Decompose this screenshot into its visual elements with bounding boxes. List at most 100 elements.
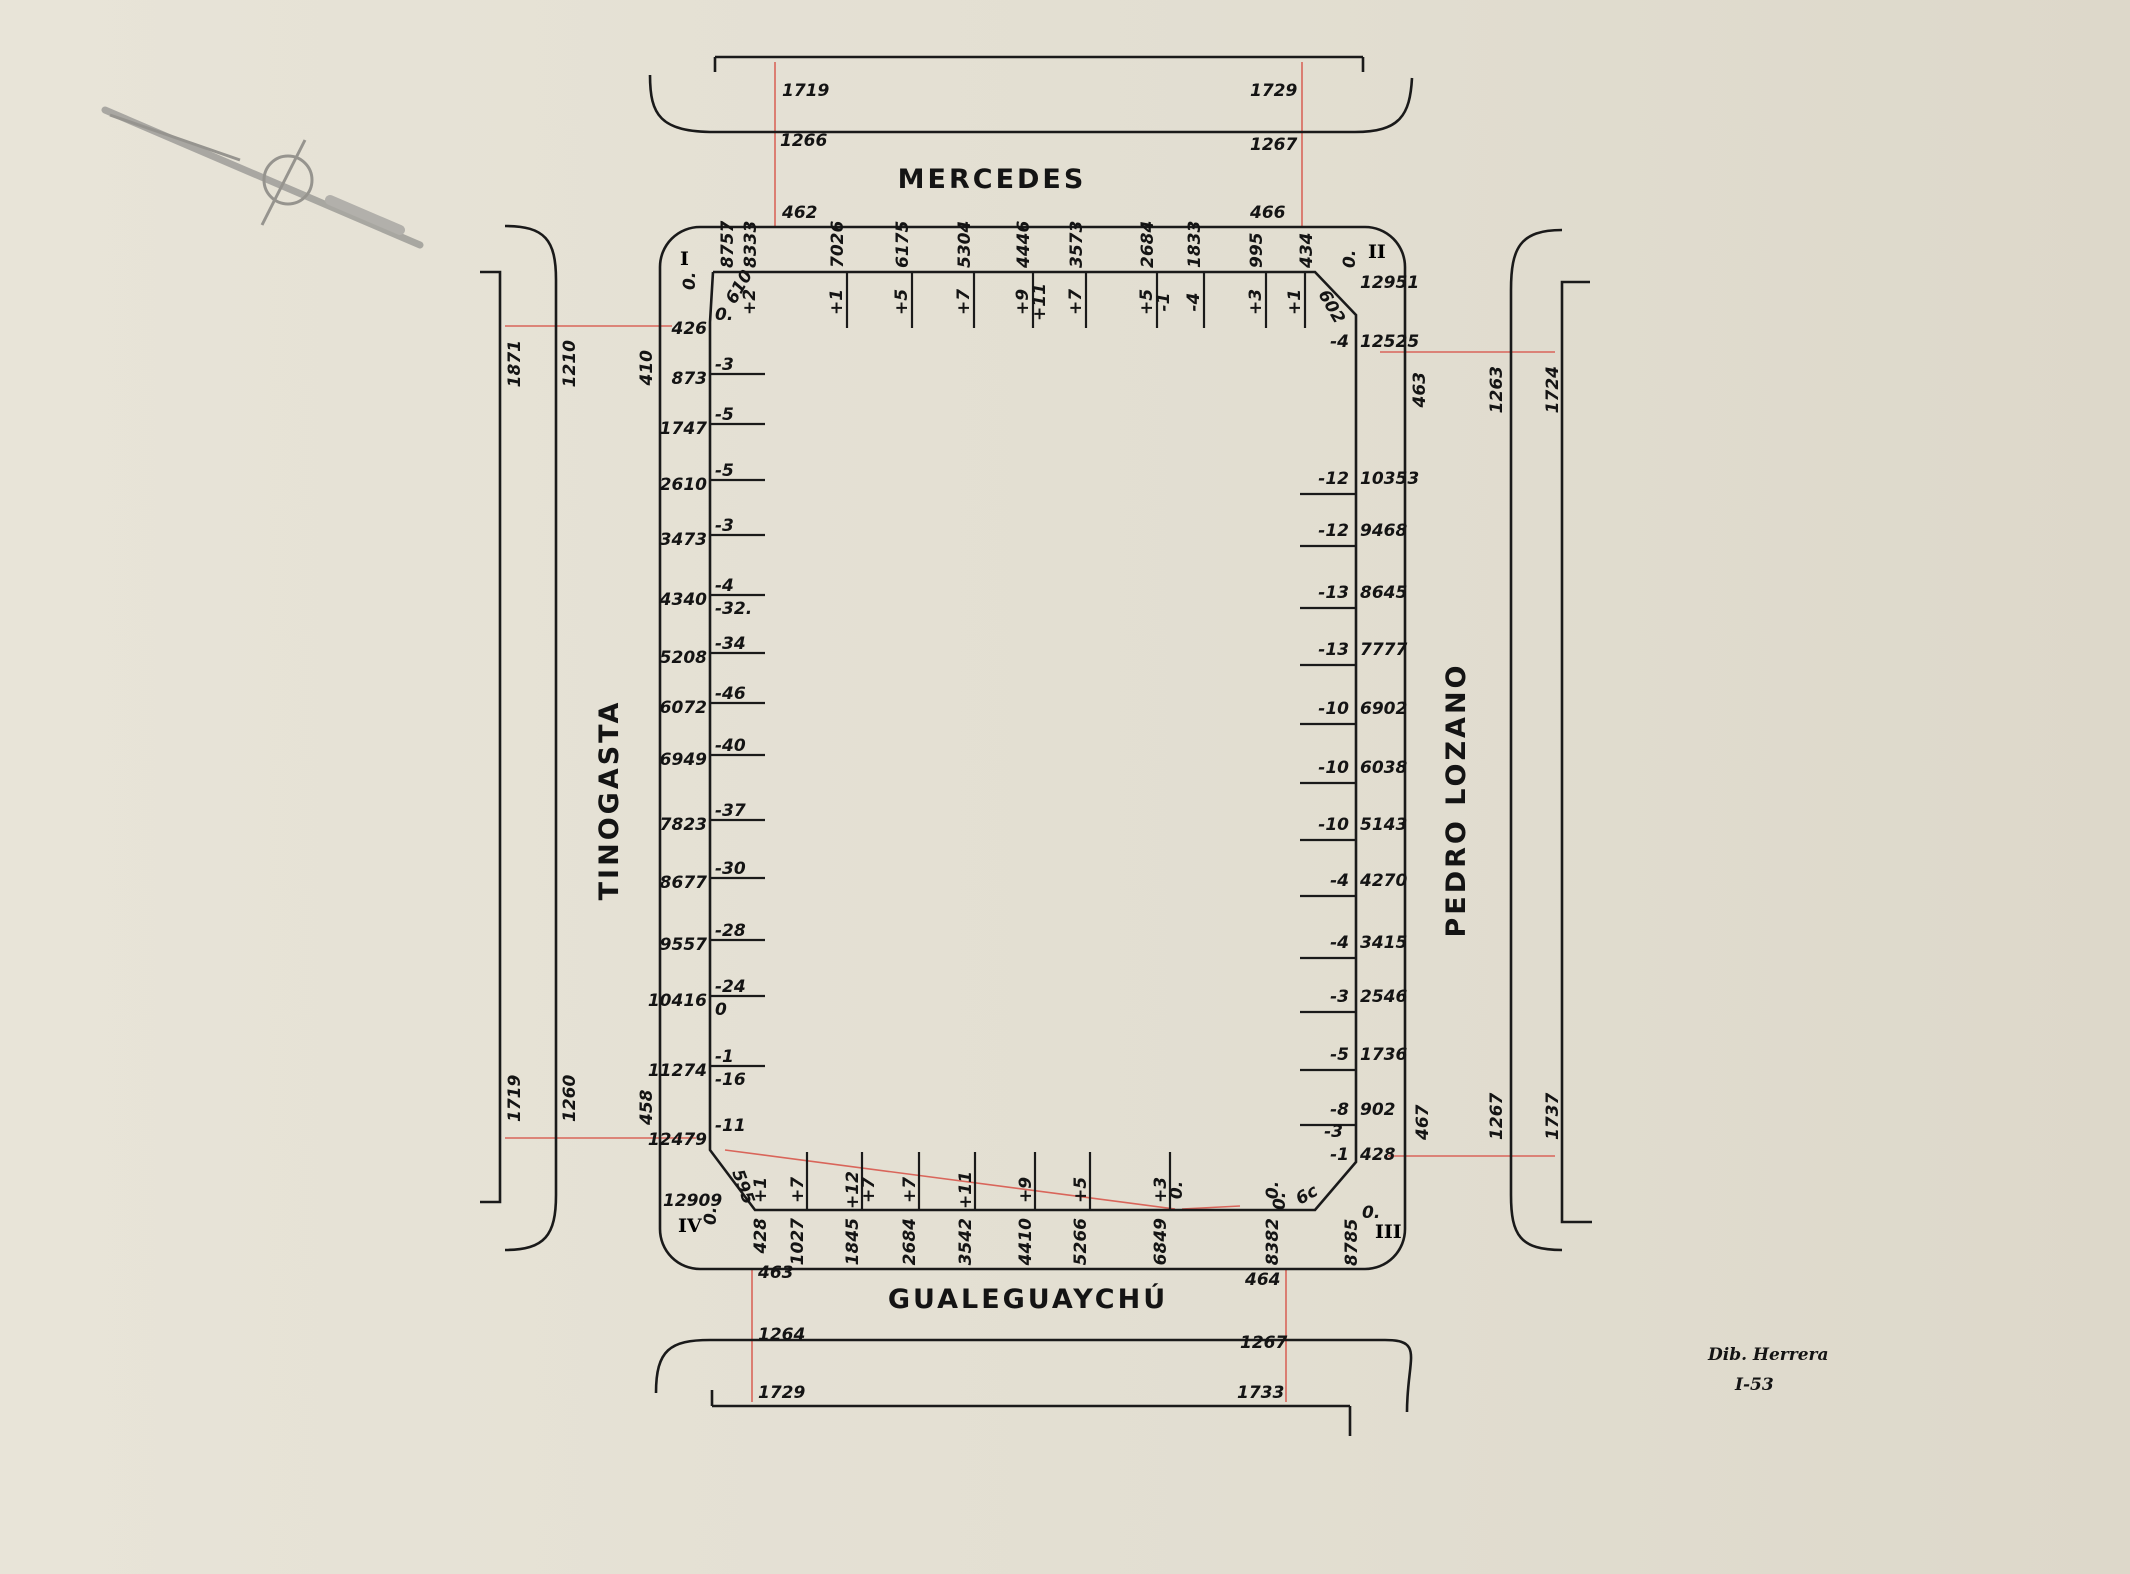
- cota-south-left-1: 1264: [758, 1325, 805, 1345]
- level-labels: 1719126646217291267466463126417294641267…: [505, 81, 1563, 1403]
- west-tick-distance: 9557: [660, 935, 707, 955]
- west-tick-slope: -4: [715, 576, 734, 596]
- north-tick-distance: 1833: [1185, 221, 1205, 268]
- corner-label-se: III: [1375, 1221, 1402, 1243]
- north-tick-slope: +1: [1285, 289, 1305, 315]
- south-tick-distance: 5266: [1071, 1218, 1091, 1265]
- west-tick-slope: -11: [715, 1116, 746, 1136]
- east-tick-distance: 3415: [1360, 933, 1407, 953]
- east-tick-slope: -12: [1318, 469, 1349, 489]
- sw-chamfer-distance: 12909: [663, 1191, 722, 1211]
- north-tick-distance: 3573: [1067, 221, 1087, 268]
- cota-west-bottom-1: 1260: [560, 1075, 580, 1122]
- corner-zero-se-bottom: 0.: [1270, 1192, 1290, 1210]
- street-name-east: PEDRO LOZANO: [1441, 662, 1472, 937]
- west-tick-distance: 873: [672, 369, 708, 389]
- south-tick-slope-secondary: +7: [859, 1177, 879, 1203]
- street-name-west: TINOGASTA: [594, 700, 625, 901]
- north-tick-distance: 2684: [1138, 221, 1158, 268]
- cota-west-top-1: 1210: [560, 340, 580, 387]
- south-tick-slope: +1: [751, 1177, 771, 1203]
- south-tick-slope-secondary: 0.: [1167, 1181, 1187, 1199]
- east-tick-distance: 2546: [1360, 987, 1407, 1007]
- west-tick-slope: -3: [715, 516, 734, 536]
- cota-east-top-1: 1263: [1487, 366, 1507, 413]
- east-tick-distance: 1736: [1360, 1045, 1407, 1065]
- sidewalk-curbs: [480, 55, 1592, 1436]
- west-tick-distance: 11274: [648, 1061, 707, 1081]
- west-tick-distance: 4340: [659, 590, 707, 610]
- cota-south-left-0: 463: [757, 1263, 794, 1283]
- east-tick-slope-secondary: -3: [1324, 1122, 1343, 1142]
- south-tick-distance: 428: [751, 1218, 771, 1255]
- cota-north-left-1: 1266: [780, 131, 827, 151]
- east-tick-slope: -8: [1330, 1100, 1349, 1120]
- cota-east-bottom-0: 467: [1413, 1104, 1433, 1141]
- north-tick-distance: 4446: [1014, 221, 1034, 269]
- east-tick-distance: 6038: [1360, 758, 1407, 778]
- south-tick-slope: +11: [956, 1171, 976, 1209]
- west-tick-distance: 5208: [660, 648, 707, 668]
- west-tick-distance: 1747: [660, 419, 707, 439]
- west-tick-slope: -28: [715, 921, 746, 941]
- west-tick-distance: 10416: [648, 991, 707, 1011]
- south-tick-slope: 0.: [1263, 1181, 1283, 1199]
- cota-lines: [505, 62, 1555, 1402]
- cota-west-top-2: 410: [637, 350, 657, 387]
- west-tick-slope: -46: [715, 684, 746, 704]
- corner-zero-sw: 0.: [701, 1207, 721, 1225]
- street-name-north: MERCEDES: [898, 164, 1087, 195]
- slope-ticks: [710, 272, 1356, 1210]
- west-tick-slope: -37: [715, 801, 746, 821]
- se-chamfer-distance: 8785: [1342, 1219, 1362, 1266]
- corner-label-sw: IV: [678, 1215, 703, 1237]
- east-tick-distance: 902: [1360, 1100, 1396, 1120]
- north-tick-slope: -4: [1184, 293, 1204, 312]
- north-tick-distance: 995: [1247, 233, 1267, 269]
- south-tick-slope: +7: [788, 1177, 808, 1203]
- east-tick-slope: -12: [1318, 521, 1349, 541]
- cota-south-right-1: 1267: [1240, 1333, 1287, 1353]
- west-tick-distance: 6949: [660, 750, 707, 770]
- corner-label-ne: II: [1368, 241, 1386, 263]
- west-tick-slope: -1: [715, 1047, 734, 1067]
- west-tick-slope: -5: [715, 405, 734, 425]
- east-tick-slope: -10: [1318, 815, 1349, 835]
- east-tick-distance: 10353: [1360, 469, 1419, 489]
- street-name-south: GUALEGUAYCHÚ: [888, 1283, 1168, 1315]
- west-tick-slope: -24: [715, 977, 746, 997]
- west-tick-distance: 426: [671, 319, 708, 339]
- cota-west-top-0: 1871: [505, 340, 525, 387]
- north-tick-slope: +7: [954, 289, 974, 315]
- sw-chamfer-level: 595: [727, 1167, 758, 1207]
- west-tick-slope: -34: [715, 634, 746, 654]
- south-tick-distance: 8382: [1263, 1218, 1283, 1265]
- cota-north-right-1: 1267: [1250, 135, 1297, 155]
- east-tick-slope: -10: [1318, 699, 1349, 719]
- south-tick-slope: +3: [1151, 1177, 1171, 1203]
- north-tick-slope: +2: [740, 289, 760, 315]
- cota-east-bottom-2: 1737: [1543, 1093, 1563, 1140]
- signature-date: I-53: [1734, 1375, 1774, 1395]
- west-tick-slope-secondary: -32.: [715, 599, 752, 619]
- cota-south-left-2: 1729: [758, 1383, 805, 1403]
- cota-east-top-2: 1724: [1543, 366, 1563, 413]
- east-tick-slope: -10: [1318, 758, 1349, 778]
- south-tick-distance: 1027: [788, 1218, 808, 1265]
- corner-zero-ne: 0.: [1340, 250, 1360, 268]
- south-tick-slope: +5: [1071, 1177, 1091, 1203]
- east-tick-distance: 6902: [1360, 699, 1407, 719]
- north-start-level: 8757: [718, 221, 738, 268]
- south-tick-distance: 3542: [956, 1218, 976, 1265]
- compass-icon: [101, 106, 424, 249]
- north-tick-distance: 5304: [955, 221, 975, 268]
- east-tick-slope: -4: [1330, 332, 1349, 352]
- east-tick-distance: 4270: [1359, 871, 1407, 891]
- west-tick-slope: -5: [715, 461, 734, 481]
- west-tick-slope-secondary: -16: [715, 1070, 746, 1090]
- west-tick-distance: 3473: [660, 530, 707, 550]
- cota-west-bottom-0: 1719: [505, 1075, 525, 1122]
- cota-north-left-2: 462: [781, 203, 818, 223]
